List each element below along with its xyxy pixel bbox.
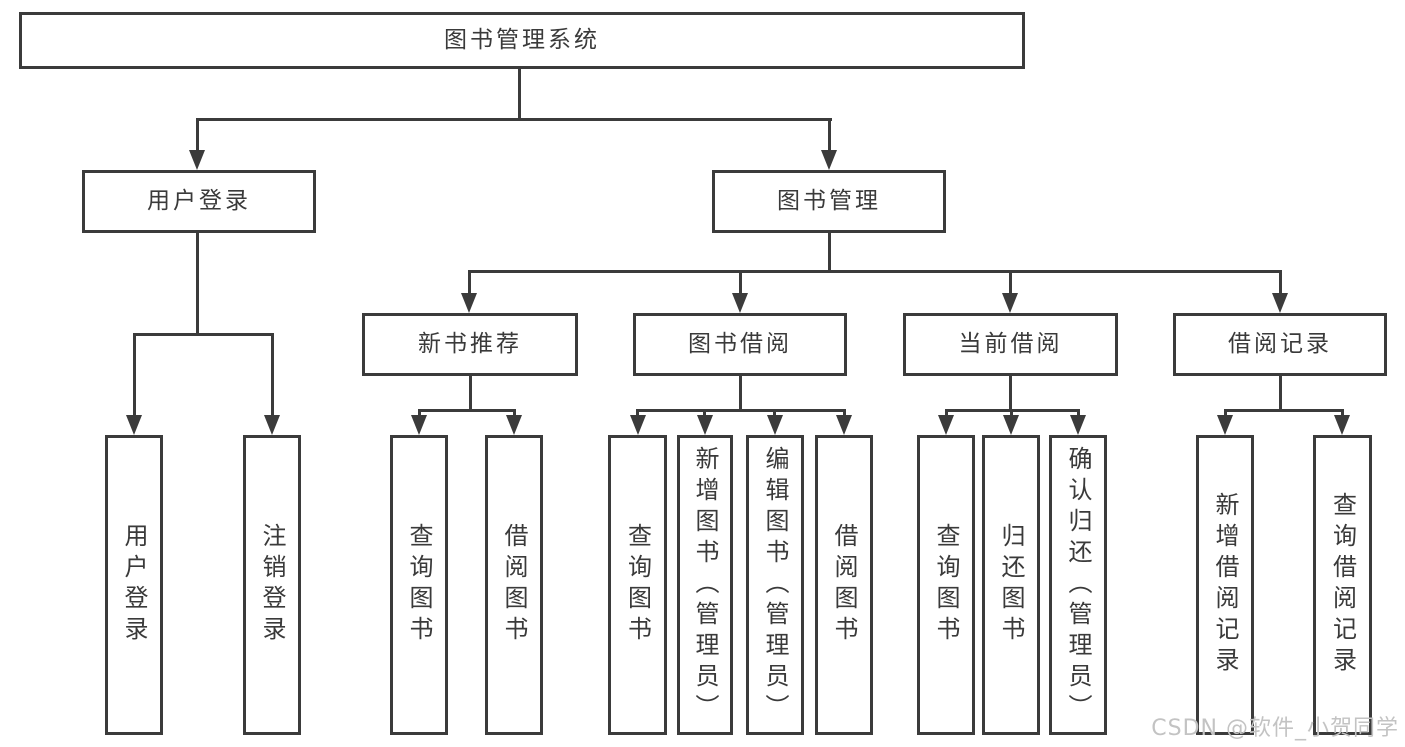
connector-rail bbox=[133, 333, 274, 336]
leaf-query-books-borrowing: 查询图书 bbox=[608, 435, 667, 735]
leaf-logout: 注销登录 bbox=[243, 435, 301, 735]
connector-stem bbox=[739, 376, 742, 412]
connector-rail bbox=[468, 270, 1282, 273]
connector-stem bbox=[418, 409, 421, 418]
connector-rail bbox=[418, 409, 516, 412]
connector-rail bbox=[636, 409, 846, 412]
node-new-book-recommendation: 新书推荐 bbox=[362, 313, 578, 376]
connector-root-stem bbox=[518, 69, 521, 121]
connector-stem bbox=[196, 118, 199, 152]
arrow-down-icon bbox=[1003, 415, 1019, 435]
connector-stem bbox=[1341, 409, 1344, 418]
arrow-down-icon bbox=[1002, 293, 1018, 313]
leaf-add-book-admin: 新增图书（管理员） bbox=[677, 435, 733, 735]
leaf-borrow-books-recommend: 借阅图书 bbox=[485, 435, 543, 735]
connector-stem bbox=[1224, 409, 1227, 418]
arrow-down-icon bbox=[461, 293, 477, 313]
leaf-edit-book-admin: 编辑图书（管理员） bbox=[746, 435, 804, 735]
node-library-management-system: 图书管理系统 bbox=[19, 12, 1025, 69]
leaf-confirm-return-admin: 确认归还（管理员） bbox=[1049, 435, 1107, 735]
connector-stem bbox=[703, 409, 706, 418]
leaf-add-borrow-record: 新增借阅记录 bbox=[1196, 435, 1254, 735]
connector-stem bbox=[828, 118, 831, 152]
arrow-down-icon bbox=[264, 415, 280, 435]
connector-stem bbox=[1279, 376, 1282, 412]
arrow-down-icon bbox=[126, 415, 142, 435]
connector-stem bbox=[468, 270, 471, 295]
arrow-down-icon bbox=[821, 150, 837, 170]
node-user-login: 用户登录 bbox=[82, 170, 316, 233]
connector-stem bbox=[636, 409, 639, 418]
arrow-down-icon bbox=[630, 415, 646, 435]
connector-stem bbox=[1077, 409, 1080, 418]
leaf-query-books-current: 查询图书 bbox=[917, 435, 975, 735]
node-current-borrowing: 当前借阅 bbox=[903, 313, 1118, 376]
arrow-down-icon bbox=[1070, 415, 1086, 435]
node-book-borrowing: 图书借阅 bbox=[633, 313, 847, 376]
arrow-down-icon bbox=[411, 415, 427, 435]
connector-stem bbox=[828, 233, 831, 273]
csdn-watermark: CSDN @软件_小贺同学 bbox=[1151, 716, 1399, 741]
arrow-down-icon bbox=[506, 415, 522, 435]
connector-stem bbox=[469, 376, 472, 412]
connector-root-rail bbox=[196, 118, 832, 121]
connector-stem bbox=[945, 409, 948, 418]
connector-stem bbox=[739, 270, 742, 295]
connector-rail bbox=[1224, 409, 1344, 412]
connector-stem bbox=[1009, 270, 1012, 295]
connector-stem bbox=[271, 333, 274, 417]
leaf-query-borrow-record: 查询借阅记录 bbox=[1313, 435, 1372, 735]
connector-stem bbox=[1009, 376, 1012, 412]
node-borrowing-records: 借阅记录 bbox=[1173, 313, 1387, 376]
connector-stem bbox=[196, 233, 199, 336]
arrow-down-icon bbox=[189, 150, 205, 170]
connector-stem bbox=[773, 409, 776, 418]
connector-stem bbox=[133, 333, 136, 417]
arrow-down-icon bbox=[767, 415, 783, 435]
leaf-return-book: 归还图书 bbox=[982, 435, 1040, 735]
arrow-down-icon bbox=[1272, 293, 1288, 313]
arrow-down-icon bbox=[1334, 415, 1350, 435]
connector-stem bbox=[1279, 270, 1282, 295]
leaf-borrow-books-borrowing: 借阅图书 bbox=[815, 435, 873, 735]
connector-stem bbox=[843, 409, 846, 418]
arrow-down-icon bbox=[697, 415, 713, 435]
arrow-down-icon bbox=[836, 415, 852, 435]
arrow-down-icon bbox=[938, 415, 954, 435]
arrow-down-icon bbox=[732, 293, 748, 313]
arrow-down-icon bbox=[1217, 415, 1233, 435]
leaf-user-login: 用户登录 bbox=[105, 435, 163, 735]
connector-stem bbox=[513, 409, 516, 418]
leaf-query-books-recommend: 查询图书 bbox=[390, 435, 448, 735]
connector-stem bbox=[1010, 409, 1013, 418]
node-book-management: 图书管理 bbox=[712, 170, 946, 233]
